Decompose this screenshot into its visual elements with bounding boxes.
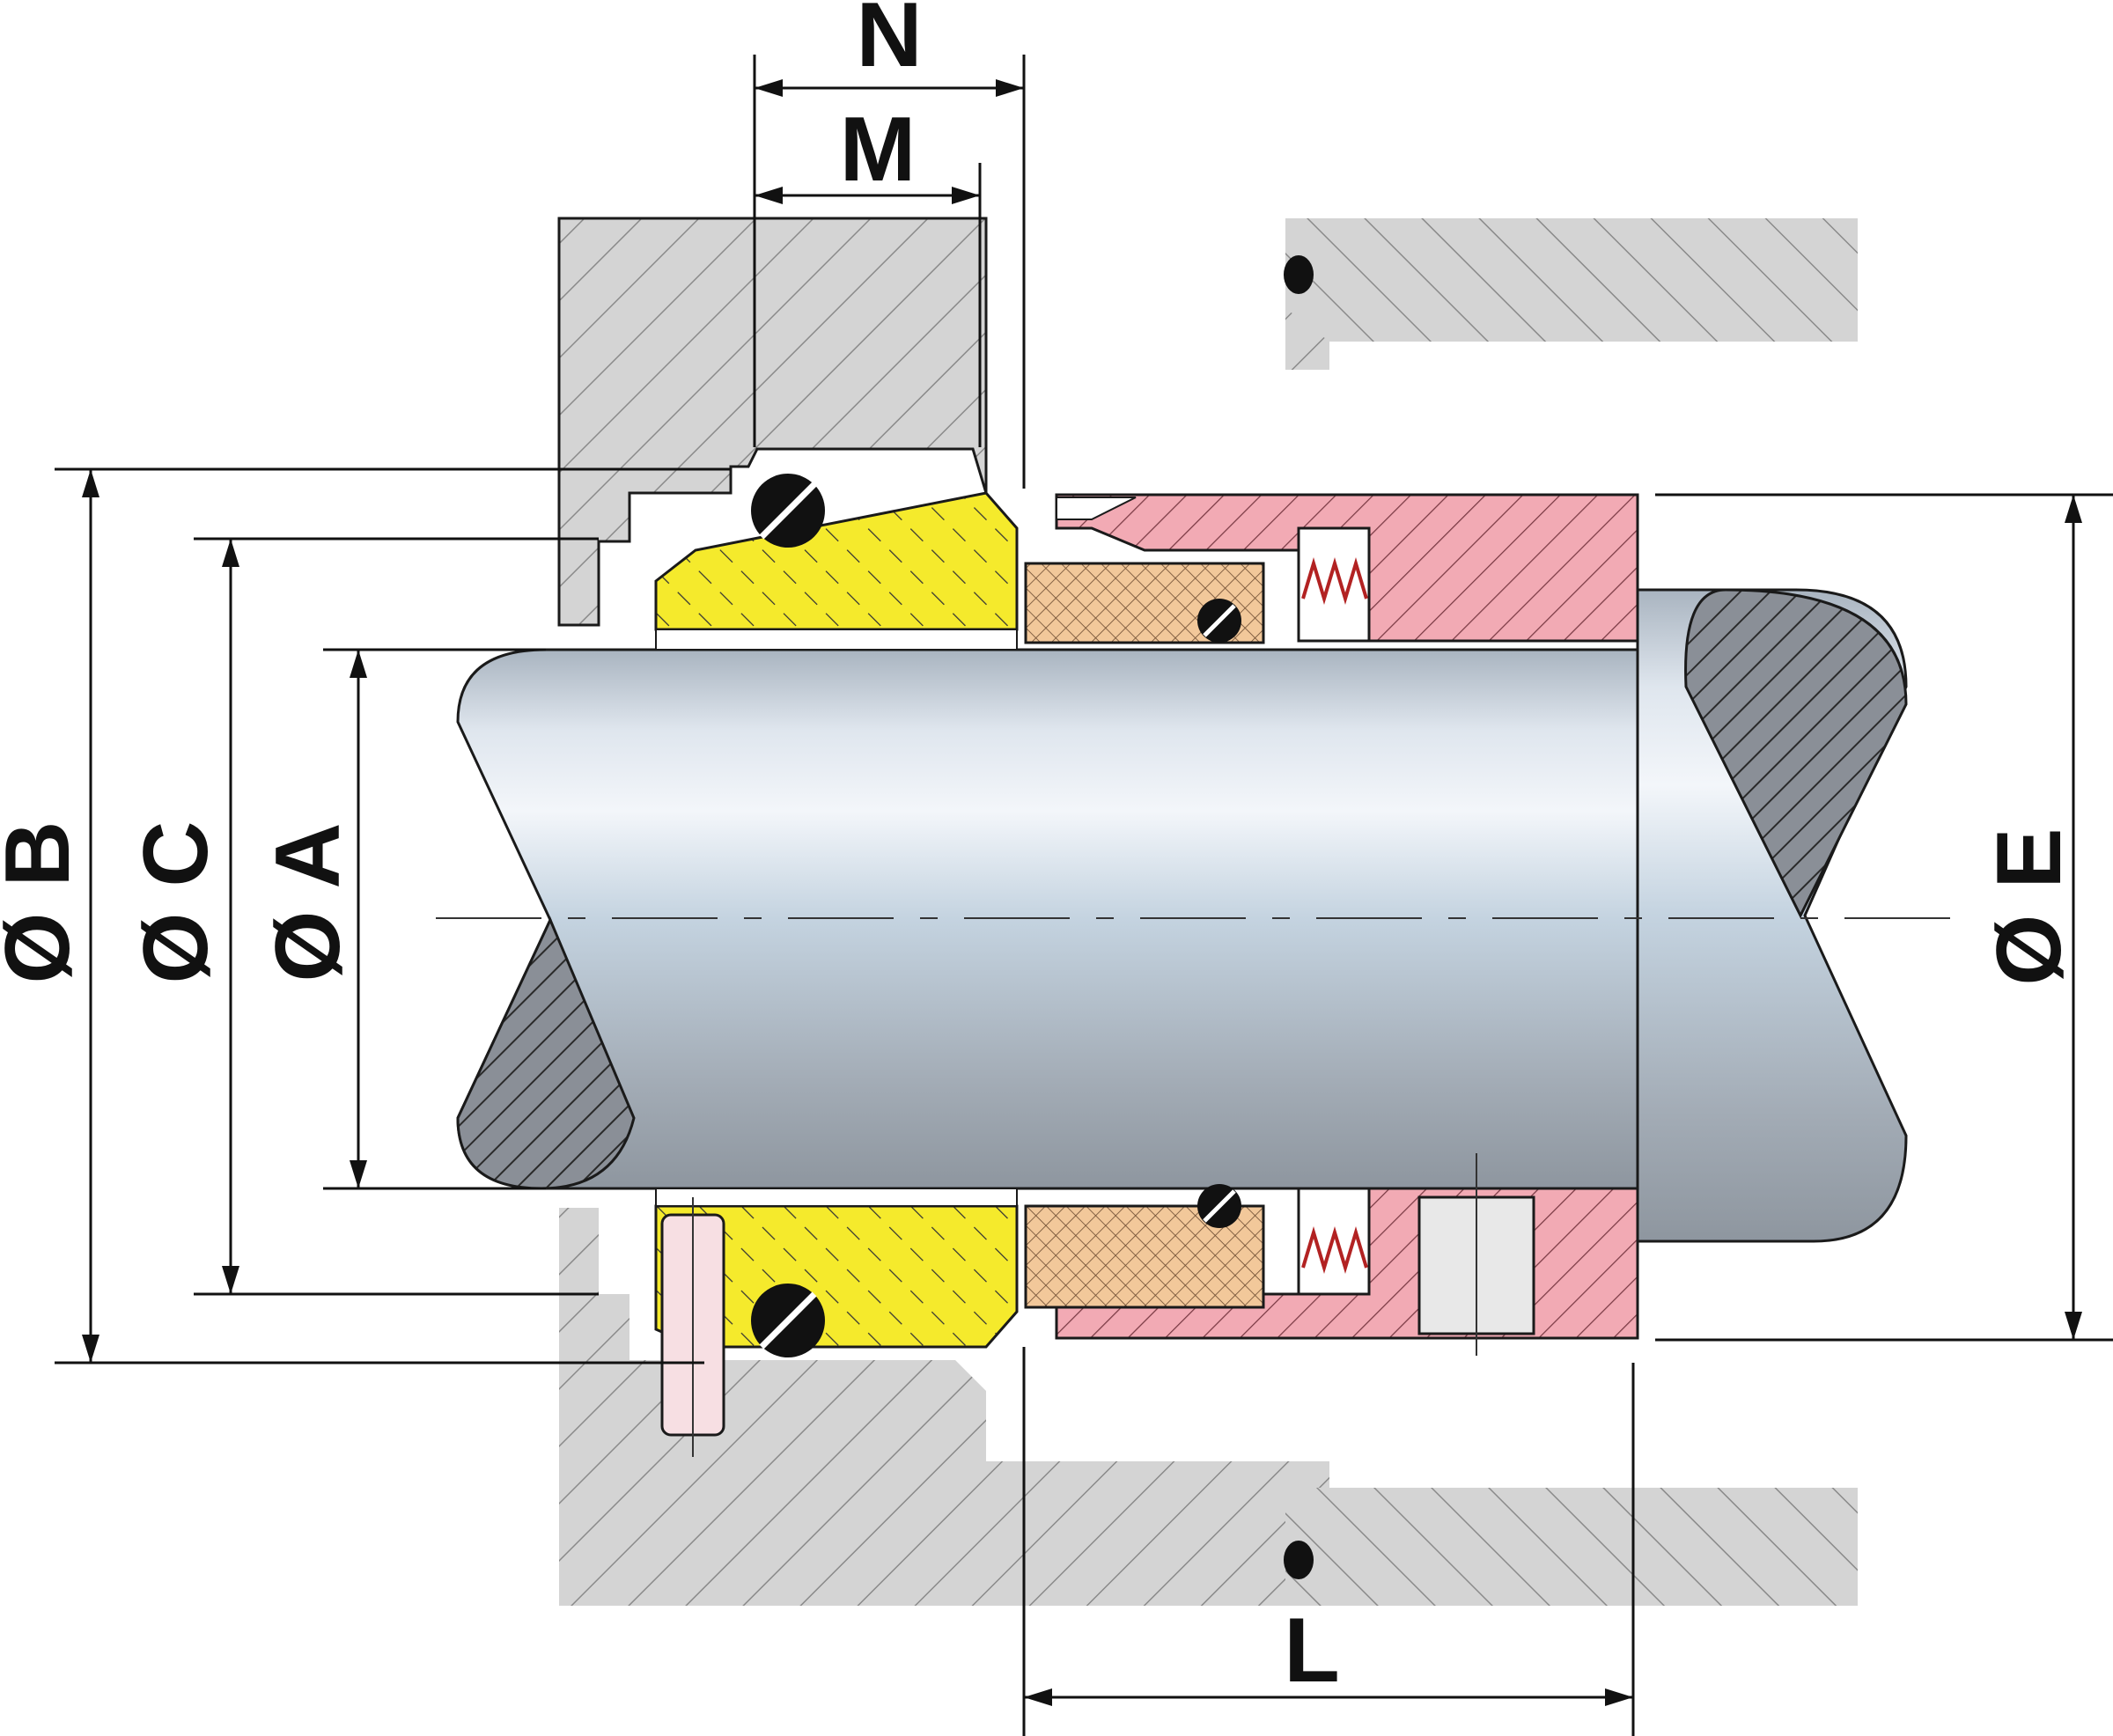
- o-ring-section-icon: [751, 255, 1314, 1579]
- label-n: N: [856, 0, 922, 86]
- dimension-lines: [55, 55, 2113, 1736]
- shaft: [436, 588, 1955, 1243]
- label-dia-b: Ø B: [0, 821, 89, 984]
- shaft-end-right: [1684, 588, 1908, 919]
- label-l: L: [1284, 1600, 1340, 1702]
- spring-icon: [1297, 526, 1371, 1296]
- housing-bottom: [559, 1208, 1858, 1606]
- anti-rotation-pin-icon: [660, 1197, 725, 1457]
- label-m: M: [840, 99, 917, 201]
- stationary-seat: [654, 491, 1019, 1349]
- seal-sleeve: [1055, 493, 1639, 1356]
- housing-top: [557, 217, 1858, 627]
- label-dia-c: Ø C: [125, 821, 227, 984]
- label-dia-a: Ø A: [257, 822, 359, 982]
- label-dia-e: Ø E: [1978, 828, 2080, 985]
